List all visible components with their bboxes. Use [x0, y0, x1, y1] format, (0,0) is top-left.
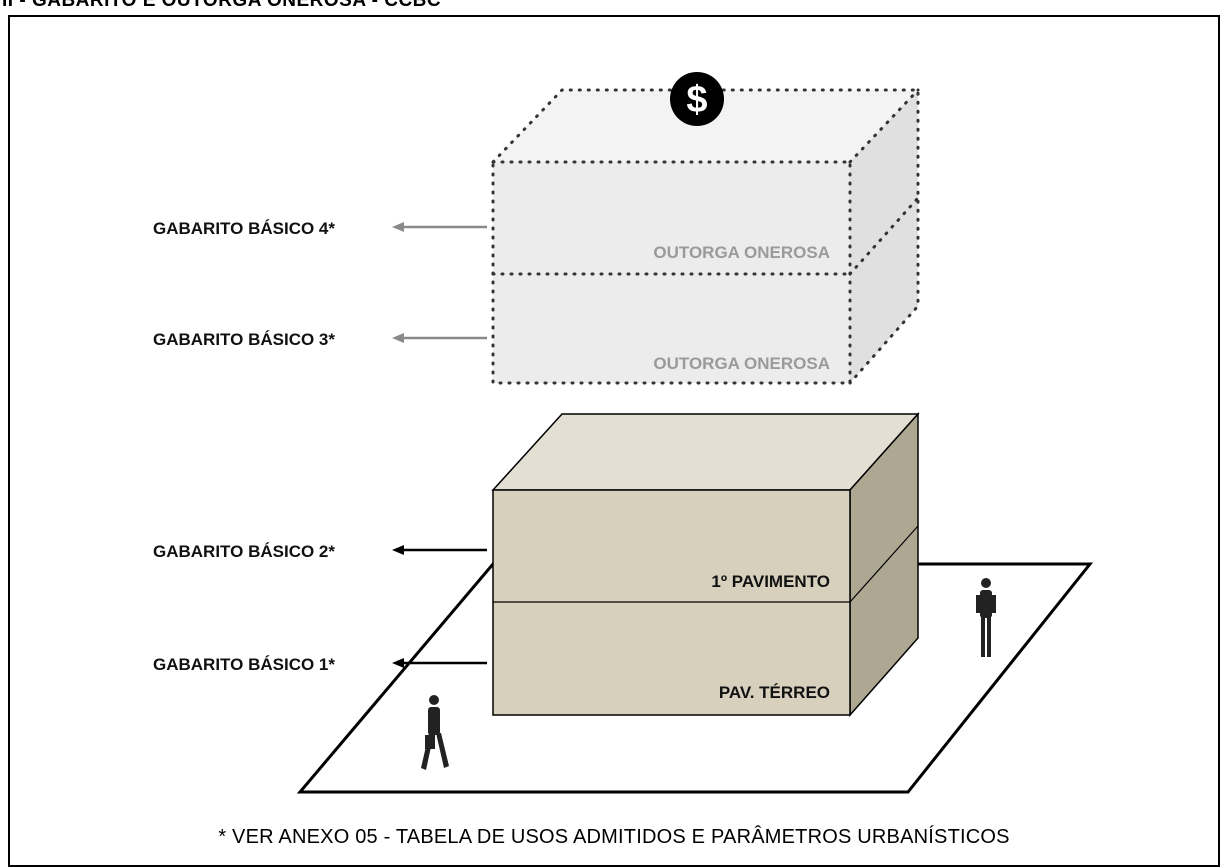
outorga-volume — [491, 88, 920, 385]
person-standing-icon — [976, 578, 996, 657]
terreo-label: PAV. TÉRREO — [719, 683, 830, 702]
gabarito-1-label: GABARITO BÁSICO 1* — [153, 655, 335, 674]
figure-heading: II - GABARITO E OUTORGA ONEROSA - CCBC — [2, 0, 442, 11]
outorga-upper-label: OUTORGA ONEROSA — [653, 243, 830, 262]
gabarito-4-label: GABARITO BÁSICO 4* — [153, 219, 335, 238]
gabarito-2-label: GABARITO BÁSICO 2* — [153, 542, 335, 561]
outorga-lower-label: OUTORGA ONEROSA — [653, 354, 830, 373]
svg-text:$: $ — [686, 79, 707, 121]
gabarito-3-label: GABARITO BÁSICO 3* — [153, 330, 335, 349]
pavimento-1-label: 1º PAVIMENTO — [711, 572, 830, 591]
building-volume — [491, 412, 920, 717]
leader-arrows — [392, 222, 487, 668]
person-walking-icon — [421, 695, 449, 770]
dollar-icon: $ — [670, 72, 724, 126]
footnote: * VER ANEXO 05 - TABELA DE USOS ADMITIDO… — [218, 826, 1010, 848]
